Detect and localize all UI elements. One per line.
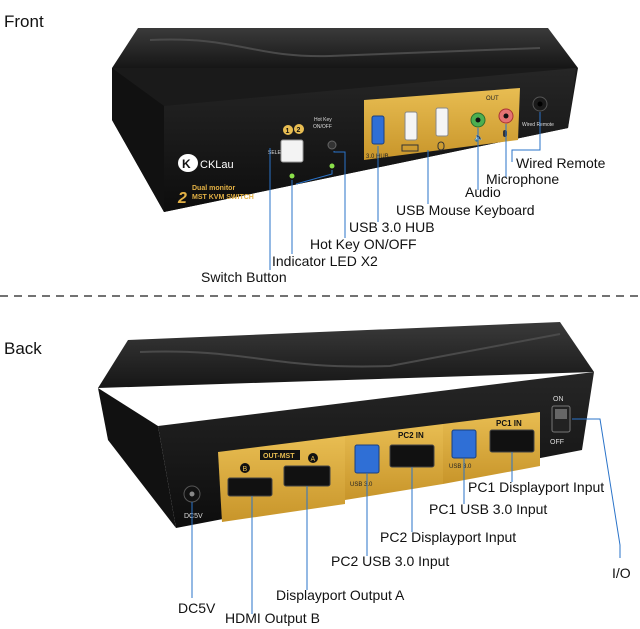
brand-subtitle-2: MST KVM SWITCH bbox=[192, 194, 254, 201]
usb-mouse-port bbox=[404, 111, 418, 141]
pc2-in-label: PC2 IN bbox=[398, 431, 424, 440]
on-label: ON bbox=[553, 396, 564, 403]
front-leader-lines bbox=[269, 112, 541, 270]
brand-logo: K CKLau 2 Dual monitor MST KVM SWITCH bbox=[177, 154, 254, 207]
usb30-label-pc2: USB 3.0 bbox=[350, 482, 373, 488]
usb-hub-label: 3.0 HUB bbox=[366, 154, 389, 160]
hdmi-output-b-port bbox=[227, 477, 273, 497]
section-title-back: Back bbox=[4, 339, 42, 358]
dc5v-small-label: DC5V bbox=[184, 513, 203, 520]
keyboard-icon bbox=[401, 144, 419, 152]
section-title-front: Front bbox=[4, 12, 44, 31]
callout-usb-mouse-keyboard: USB Mouse Keyboard bbox=[396, 202, 535, 218]
callout-io: I/O bbox=[612, 565, 631, 581]
callout-displayport-output-a: Displayport Output A bbox=[276, 587, 405, 603]
select-label: SELECT bbox=[268, 150, 287, 156]
pc2-displayport-port bbox=[389, 444, 435, 468]
hotkey-label-2: ON/OFF bbox=[313, 124, 332, 130]
callout-pc1-usb30: PC1 USB 3.0 Input bbox=[429, 501, 547, 517]
usb30-hub-port bbox=[371, 115, 385, 145]
back-leader-lines bbox=[191, 418, 621, 614]
front-usb-ports: 3.0 HUB bbox=[366, 107, 449, 160]
out-label: OUT bbox=[486, 96, 499, 102]
pc-number-1: 1 bbox=[286, 128, 290, 135]
callout-pc1-displayport: PC1 Displayport Input bbox=[468, 479, 604, 495]
pc-number-2-badge bbox=[294, 124, 304, 134]
pc-number-1-badge bbox=[283, 125, 293, 135]
usb30-label-pc1: USB 3.0 bbox=[449, 464, 472, 470]
front-device bbox=[112, 28, 578, 212]
brand-logo-text: CKLau bbox=[200, 159, 234, 171]
out-mst-label: OUT-MST bbox=[263, 453, 295, 460]
callout-pc2-usb30: PC2 USB 3.0 Input bbox=[331, 553, 449, 569]
mouse-icon bbox=[437, 141, 445, 151]
callout-indicator-led: Indicator LED X2 bbox=[272, 253, 378, 269]
usb-keyboard-port bbox=[435, 107, 449, 137]
callout-dc5v: DC5V bbox=[178, 600, 216, 616]
brand-prefix: 2 bbox=[177, 190, 187, 207]
hotkey-label-1: Hot Key bbox=[314, 117, 332, 123]
port-a-label: A bbox=[311, 456, 316, 463]
callout-wired-remote: Wired Remote bbox=[516, 155, 606, 171]
port-b-label: B bbox=[243, 466, 248, 473]
displayport-output-a-port bbox=[283, 465, 331, 487]
select-button[interactable] bbox=[280, 139, 304, 163]
indicator-led-2 bbox=[329, 163, 335, 169]
callout-hotkey: Hot Key ON/OFF bbox=[310, 236, 417, 252]
callout-microphone: Microphone bbox=[486, 171, 559, 187]
speaker-icon: 🔈 bbox=[474, 133, 484, 142]
pc-number-2: 2 bbox=[297, 127, 301, 134]
indicator-led-1 bbox=[289, 173, 295, 179]
pc1-in-label: PC1 IN bbox=[496, 419, 522, 428]
callout-usb30-hub: USB 3.0 HUB bbox=[349, 219, 435, 235]
callout-pc2-displayport: PC2 Displayport Input bbox=[380, 529, 516, 545]
wired-remote-small-label: Wired Remote bbox=[522, 122, 554, 128]
off-label: OFF bbox=[550, 439, 564, 446]
callout-hdmi-output-b: HDMI Output B bbox=[225, 610, 320, 626]
hotkey-button[interactable] bbox=[327, 140, 337, 150]
pc2-usb30-port bbox=[354, 444, 380, 474]
callout-audio: Audio bbox=[465, 184, 501, 200]
svg-text:K: K bbox=[182, 157, 191, 171]
pc1-usb30-port bbox=[451, 429, 477, 459]
pc1-displayport-port bbox=[489, 429, 535, 453]
brand-subtitle-1: Dual monitor bbox=[192, 185, 235, 192]
callout-switch-button: Switch Button bbox=[201, 269, 287, 285]
out-mst-badge bbox=[260, 450, 300, 460]
